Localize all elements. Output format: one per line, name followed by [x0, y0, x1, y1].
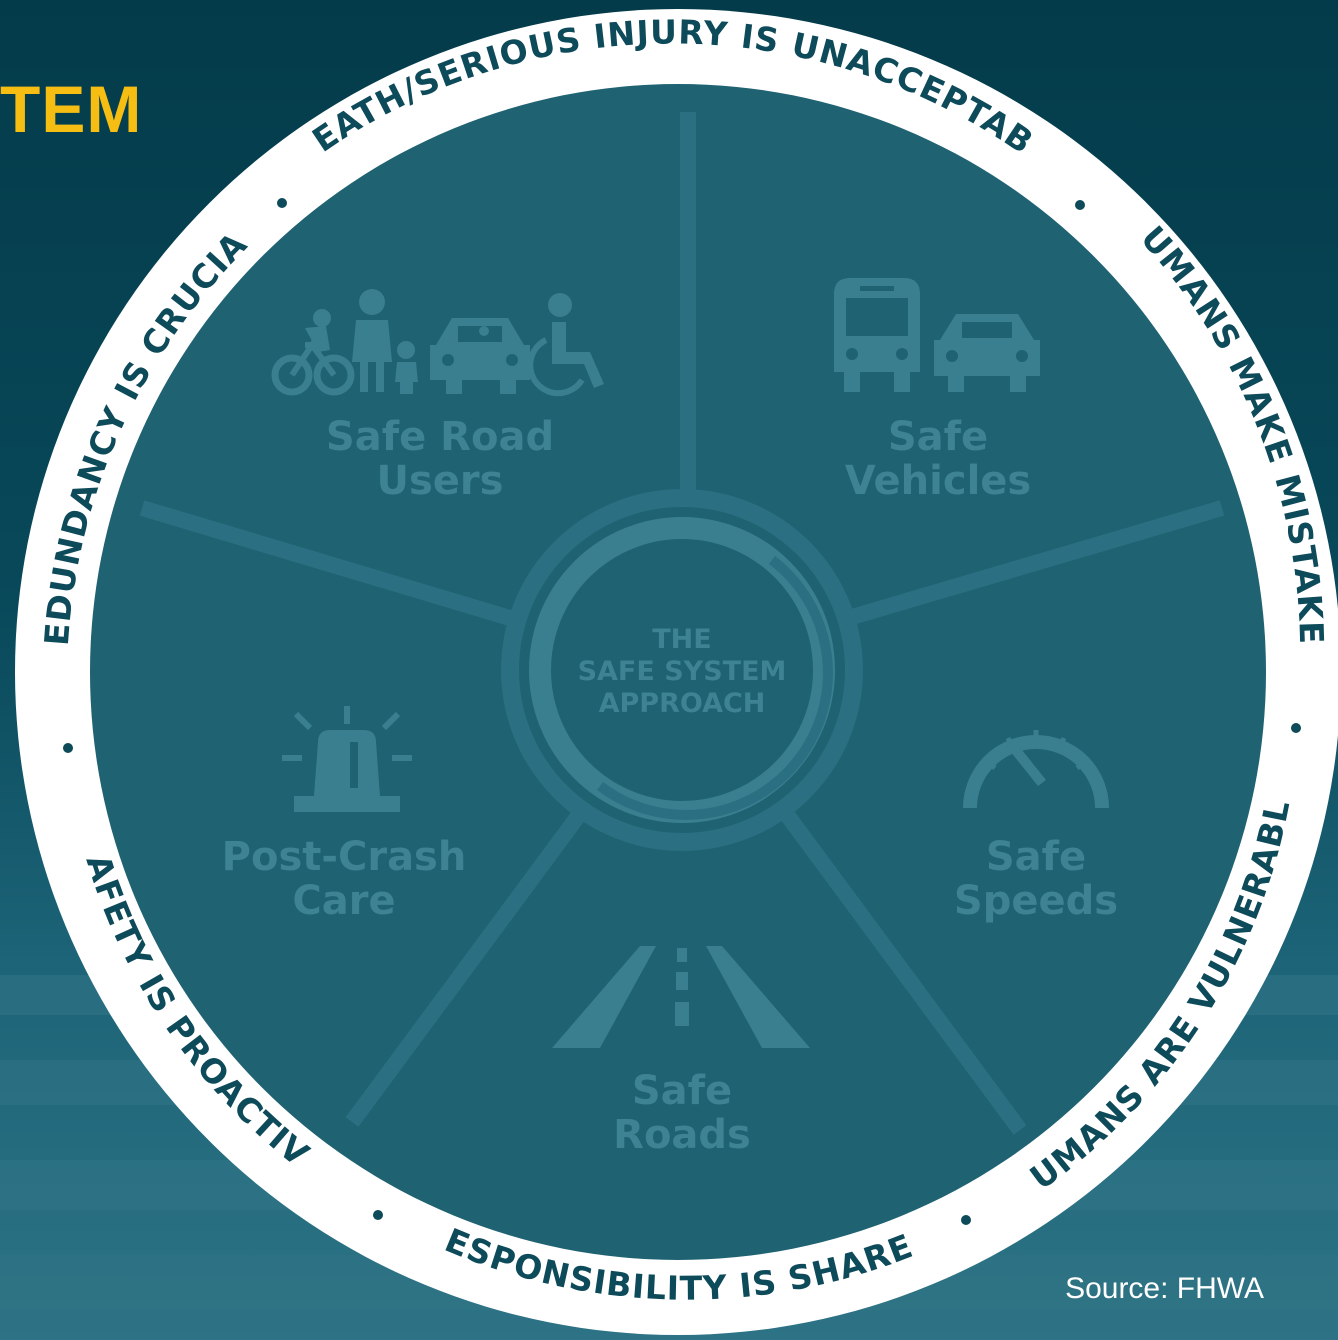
road-icon [552, 946, 810, 1048]
center-label-line-3: APPROACH [599, 688, 766, 719]
center-label-line-1: THE [652, 624, 711, 655]
source-credit: Source: FHWA [1065, 1272, 1264, 1305]
speedometer-icon [963, 730, 1109, 809]
car-icon [430, 318, 530, 394]
bus-icon [834, 278, 920, 392]
safe-road-users-label-line-1: Safe Road [326, 414, 554, 460]
safe-speeds-label-line-2: Speeds [954, 878, 1118, 924]
ring-separator-dots [63, 198, 1301, 1225]
emergency-beacon-icon [282, 706, 412, 812]
bicycle-icon [271, 309, 355, 396]
wheelchair-icon [527, 293, 604, 397]
post-crash-care-label-line-2: Care [292, 878, 395, 924]
safe-vehicles-label-line-1: Safe [888, 414, 988, 460]
post-crash-care-label-line-1: Post-Crash [222, 834, 467, 880]
car-icon [934, 314, 1040, 392]
safe-road-users-label-line-2: Users [377, 458, 504, 504]
safe-roads-label-line-1: Safe [632, 1068, 732, 1114]
safe-roads-label-line-2: Roads [613, 1112, 751, 1158]
safe-vehicles-label-line-2: Vehicles [845, 458, 1031, 504]
wheel-spokes [139, 112, 1225, 1135]
pedestrian-adult-child-icon [352, 289, 418, 394]
center-hub [501, 489, 863, 851]
page-title-fragment: TEM [0, 72, 143, 146]
center-label-line-2: SAFE SYSTEM [578, 656, 787, 687]
safe-speeds-label-line-1: Safe [986, 834, 1086, 880]
